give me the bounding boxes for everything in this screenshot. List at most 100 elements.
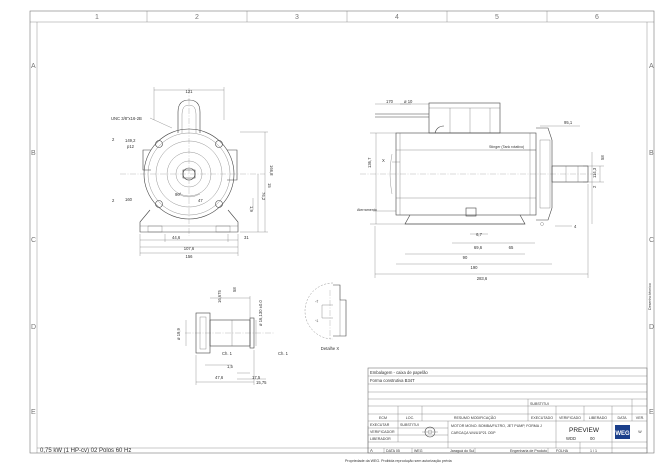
tb-folha-label: FOLHA bbox=[556, 449, 569, 453]
dim-136-7: 136,7 bbox=[367, 157, 372, 168]
tb-embalagem: Embalagem - caixa de papelão bbox=[370, 370, 428, 375]
shaft-dim-58: 58 bbox=[232, 287, 237, 292]
dim-190: 190 bbox=[471, 265, 479, 270]
shaft-dim-1-5: 1,5 bbox=[227, 364, 233, 369]
tb-forma: Forma construtiva B34T bbox=[370, 378, 415, 383]
dim-1-9: 1,9 bbox=[249, 206, 254, 212]
tb-hdr-ver: VER. bbox=[636, 416, 644, 420]
shaft-chamfer-2: Ch. 1 bbox=[278, 351, 289, 356]
shaft-dim-47-6: 47,6 bbox=[215, 375, 224, 380]
weg-logo: WEG bbox=[615, 425, 630, 439]
grid-row-c-right: C bbox=[649, 237, 654, 244]
tb-wdd: WDD bbox=[566, 436, 576, 441]
front-view bbox=[120, 87, 268, 256]
shaft-dim-phi-19-9: ø 19,9 bbox=[176, 327, 181, 340]
title-block bbox=[37, 367, 648, 454]
grid-row-d-right: D bbox=[649, 324, 654, 331]
grid-col-2: 2 bbox=[195, 14, 199, 21]
grid-row-c: C bbox=[31, 237, 36, 244]
dim-107-6: 107,6 bbox=[184, 246, 195, 251]
sheet-frame bbox=[29, 10, 655, 454]
side-view bbox=[360, 102, 604, 278]
grid-row-a: A bbox=[31, 63, 36, 70]
dim-156: 156 bbox=[186, 254, 194, 259]
dim-2: 2 bbox=[592, 185, 597, 188]
grid-row-b: B bbox=[31, 150, 36, 157]
tb-spec: 0,75 kW (1 HP-cv) 02 Polos 60 Hz bbox=[40, 448, 131, 454]
tb-w-code: W bbox=[638, 430, 642, 434]
shaft-dim-phi-16-13: ø 16,130 ±0.0 bbox=[258, 300, 263, 326]
dim-15: 15 bbox=[267, 183, 272, 188]
grid-col-6: 6 bbox=[595, 14, 599, 21]
tb-rev: 00 bbox=[590, 436, 595, 441]
dim-unc-thread: UNC 3/8"x16-2B bbox=[111, 116, 142, 121]
dim-121: 121 bbox=[186, 89, 194, 94]
dim-58: 58 bbox=[600, 155, 605, 160]
tb-weg-short: WEG bbox=[414, 449, 423, 453]
dim-166-8: 166,8 bbox=[269, 165, 274, 176]
dim-2-left: 2 bbox=[112, 137, 115, 142]
dim-95-1: 95,1 bbox=[564, 120, 573, 125]
tb-data-label: DATA 05 bbox=[386, 449, 400, 453]
tb-substitui: SUBSTITUI bbox=[530, 402, 549, 406]
dim-170: 170 bbox=[386, 99, 394, 104]
side-note: Desenho técnico bbox=[648, 283, 652, 310]
grid-row-a-right: A bbox=[649, 63, 654, 70]
dim-47: 47 bbox=[198, 198, 203, 203]
dim-phi-10: ø 10 bbox=[404, 99, 413, 104]
dim-65: 65 bbox=[509, 245, 514, 250]
tb-folha: 1 / 1 bbox=[590, 449, 597, 453]
note-aterramento: Aterramento bbox=[357, 208, 377, 212]
dim-2-left-lower: 2 bbox=[112, 198, 115, 203]
detail-x-label: Detalhe X bbox=[321, 346, 340, 351]
tb-desc1: MOTOR MONO. BOMBA/FILTRO, JET PUMP, FORM… bbox=[451, 424, 542, 428]
tb-preview: PREVIEW bbox=[569, 427, 600, 434]
shaft-dim-15-75: 15,75 bbox=[256, 380, 267, 385]
dim-114-3: 114,3 bbox=[592, 167, 597, 178]
shaft-chamfer-1: Ch. 1 bbox=[222, 351, 233, 356]
dim-76-2: 76,2 bbox=[261, 192, 266, 201]
tb-hdr-ecm: ECM bbox=[379, 416, 387, 420]
grid-row-d: D bbox=[31, 324, 36, 331]
tb-footer: Propriedade da WEG. Proibida reprodução … bbox=[345, 459, 452, 463]
grid-col-5: 5 bbox=[495, 14, 499, 21]
weg-logo-text: WEG bbox=[615, 431, 630, 437]
tb-local: Jaraguá do Sul bbox=[450, 449, 474, 453]
tb-hdr-executado: EXECUTADO bbox=[531, 416, 553, 420]
shaft-dim-16-675: 16,675 bbox=[217, 290, 222, 303]
grid-row-e: E bbox=[31, 409, 36, 416]
dim-69-6: 69,6 bbox=[474, 245, 483, 250]
dim-31: 31 bbox=[244, 235, 249, 240]
tb-engenharia: Engenharia de Produto bbox=[510, 449, 547, 453]
dim-44-6: 44,6 bbox=[172, 235, 181, 240]
grid-row-b-right: B bbox=[649, 150, 654, 157]
dim-149-2: 149,2 bbox=[125, 138, 136, 143]
label-x: X bbox=[382, 158, 385, 163]
shaft-view bbox=[185, 296, 275, 385]
detail-x bbox=[304, 282, 347, 340]
dim-4: 4 bbox=[574, 224, 577, 229]
tb-hdr-resumo: RESUMO MODIFICAÇÃO bbox=[454, 415, 496, 420]
dim-160: 160 bbox=[125, 197, 133, 202]
tb-substitui2: SUBSTITUI bbox=[400, 423, 419, 427]
dim-p12: p12 bbox=[127, 144, 135, 149]
dim-90: 90 bbox=[463, 255, 468, 260]
grid-row-e-right: E bbox=[649, 409, 654, 416]
grid-col-4: 4 bbox=[395, 14, 399, 21]
tb-liberador: LIBERADOR bbox=[370, 437, 391, 441]
tb-hdr-data: DATA bbox=[617, 416, 627, 420]
dim-283-6: 283,6 bbox=[477, 276, 488, 281]
dim-90-degrees: 90° bbox=[175, 192, 182, 197]
tb-hdr-liberado: LIBERADO bbox=[589, 416, 607, 420]
tb-hdr-loc: LOC. bbox=[406, 416, 414, 420]
tb-a: A bbox=[370, 448, 373, 453]
tb-executar: EXECUTAR bbox=[370, 423, 390, 427]
dim-6-7: 6,7 bbox=[476, 232, 482, 237]
grid-col-3: 3 bbox=[295, 14, 299, 21]
note-stinger: Stinger (Tank rotativo) bbox=[489, 145, 524, 149]
grid-col-1: 1 bbox=[95, 14, 99, 21]
tb-verificador: VERIFICADOR bbox=[370, 430, 395, 434]
tb-desc2: CARCAÇA W4/U1P21 ODP bbox=[451, 431, 496, 435]
tb-hdr-verificado: VERIFICADO bbox=[559, 416, 581, 420]
